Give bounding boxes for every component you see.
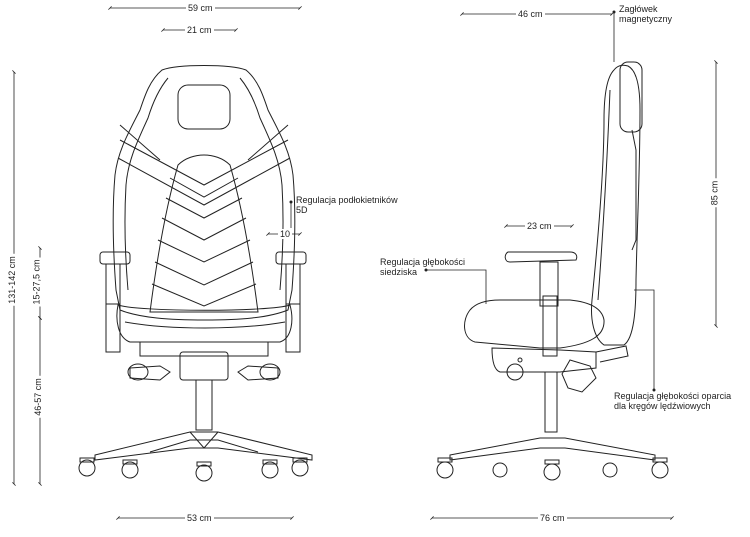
dim-top-width: 59 cm [186, 3, 215, 13]
front-casters [79, 458, 308, 481]
dim-armrest-height: 15-27,5 cm [31, 257, 42, 307]
annotation-headrest: Zagłówek magnetyczny [619, 4, 673, 24]
annotation-armrest-adjust: Regulacja podłokietników 5D [296, 195, 398, 215]
dim-seat-height: 46-57 cm [32, 376, 43, 418]
dim-depth-top: 46 cm [516, 9, 545, 19]
side-backrest [592, 65, 641, 345]
dim-backrest-height: 85 cm [709, 178, 720, 208]
dim-total-height: 131-142 cm [6, 254, 17, 306]
side-casters [437, 458, 668, 480]
side-headrest [620, 62, 642, 132]
annotation-seat-depth: Regulacja głębokości siedziska [380, 257, 466, 277]
dim-headrest-width: 21 cm [185, 25, 214, 35]
front-headrest-pad [178, 85, 230, 129]
front-center-panel [150, 155, 258, 312]
front-right-armrest [276, 252, 306, 264]
front-seat [117, 305, 292, 342]
annotation-lumbar: Regulacja głębokości oparcia dla kręgów … [614, 391, 732, 411]
dim-armrest-length: 23 cm [525, 221, 554, 231]
dimension-lines [14, 8, 716, 518]
leader-dots [289, 10, 656, 392]
side-seat [465, 300, 605, 348]
side-armrest [505, 252, 577, 262]
dim-side-base: 76 cm [538, 513, 567, 523]
front-view-chair [79, 66, 312, 482]
dim-base-width: 53 cm [185, 513, 214, 523]
side-view-chair [437, 62, 668, 480]
dim-armrest-offset: 10 [278, 229, 293, 239]
